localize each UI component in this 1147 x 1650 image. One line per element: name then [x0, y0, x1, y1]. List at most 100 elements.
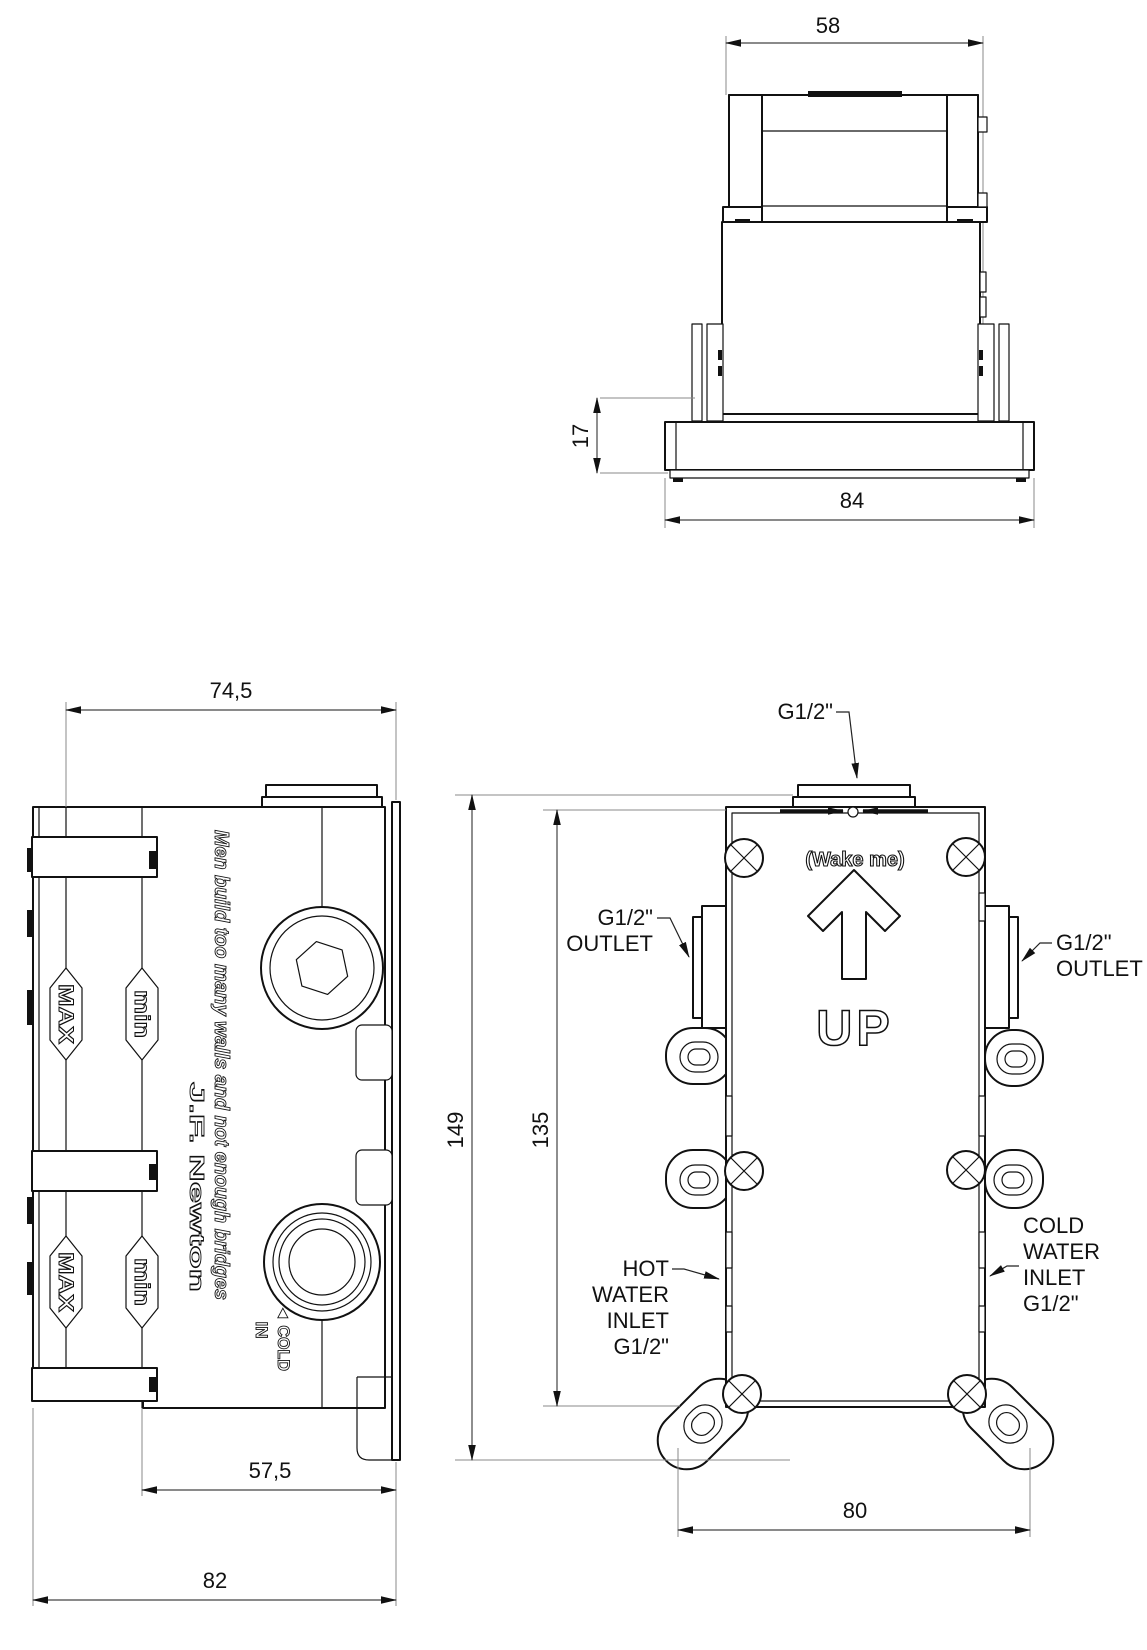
- dim-label-149: 149: [443, 1112, 468, 1149]
- body-edge-tick: [978, 1305, 986, 1333]
- bridge-side-tab: [977, 192, 988, 208]
- bridge-seal-bar: [808, 91, 902, 97]
- dim-label-58: 58: [816, 13, 840, 38]
- hot-inlet-label-line1: HOT: [623, 1256, 669, 1281]
- hot-inlet-label-line3: INLET: [607, 1308, 669, 1333]
- base-flange: [664, 421, 1035, 471]
- cold-inlet-label-line4: G1/2": [1023, 1291, 1079, 1316]
- dim-label-80: 80: [843, 1498, 867, 1523]
- phillips-screw-icon: [724, 1151, 764, 1191]
- max-label-lower: MAX: [54, 1252, 77, 1312]
- clamp-bar-notch: [149, 851, 157, 869]
- clamp-bar-top: [31, 836, 158, 878]
- bridge-side-tab: [977, 116, 988, 133]
- right-outlet-label-line2: OUTLET: [1056, 956, 1143, 981]
- min-label-lower: min: [130, 1258, 153, 1306]
- min-flag-lower: [125, 1235, 159, 1329]
- vent-hole: [847, 806, 859, 818]
- body-edge-tick: [725, 1231, 733, 1269]
- right-outlet-label-line1: G1/2": [1056, 930, 1112, 955]
- back-edge-tab: [27, 1197, 33, 1224]
- top-port-label: G1/2": [777, 699, 833, 724]
- cold-port-outer: [263, 1203, 381, 1321]
- leg-tick: [979, 350, 983, 360]
- cold-inlet-label-line1: COLD: [1023, 1213, 1084, 1238]
- cold-inlet-label-line3: INLET: [1023, 1265, 1085, 1290]
- ear-slot-inner: [1001, 1171, 1025, 1189]
- bridge-left-block: [728, 94, 763, 208]
- clamp-bar-bottom: [31, 1367, 158, 1402]
- cold-port-ring: [272, 1212, 372, 1312]
- hot-inlet-label-line4: G1/2": [613, 1334, 669, 1359]
- body-edge-tick: [979, 271, 987, 293]
- max-flag-lower: [49, 1235, 83, 1329]
- leader-line: [836, 711, 859, 779]
- flange-foot: [1016, 478, 1026, 482]
- engraved-quote: Men build too many walls and not enough …: [210, 830, 232, 1300]
- back-edge-tab: [27, 990, 33, 1025]
- leg-tick: [718, 366, 722, 376]
- clamp-bar-middle: [31, 1150, 158, 1192]
- side-top-boss-cap: [265, 784, 378, 798]
- lug-slot-inner: [690, 1411, 716, 1437]
- lug-slot-inner: [995, 1411, 1021, 1437]
- dim-label-84: 84: [840, 488, 864, 513]
- dim-label-74-5: 74,5: [210, 678, 253, 703]
- hex-socket-icon: [295, 940, 349, 996]
- hex-screw-boss-inner: [269, 915, 375, 1021]
- ear-slot-inner: [687, 1048, 711, 1066]
- cold-in-label-line2: IN: [252, 1322, 271, 1339]
- leader-line: [1021, 942, 1052, 962]
- clamp-bar-notch: [149, 1164, 157, 1180]
- back-edge-tab: [27, 848, 33, 872]
- max-label-upper: MAX: [54, 984, 77, 1044]
- left-outlet-label-line1: G1/2": [597, 905, 653, 930]
- body-edge-tick: [725, 1305, 733, 1333]
- left-outlet-label-line2: OUTLET: [566, 931, 653, 956]
- side-port-tab-lower: [355, 1149, 393, 1206]
- bridge-right-block: [946, 94, 979, 208]
- cold-port-bore: [288, 1228, 356, 1296]
- up-label: UP: [816, 1000, 893, 1056]
- min-label-upper: min: [130, 990, 153, 1038]
- valve-body-top-projection: [721, 221, 981, 415]
- side-port-tab-upper: [355, 1024, 393, 1081]
- body-edge-tick: [978, 1231, 986, 1269]
- phillips-screw-icon: [724, 838, 764, 878]
- leg-tick: [718, 350, 722, 360]
- leader-line: [657, 917, 690, 958]
- back-edge-tab: [27, 1262, 33, 1295]
- flange-foot: [673, 478, 683, 482]
- front-plate-foot: [356, 1376, 392, 1461]
- right-leg-outer: [998, 323, 1010, 422]
- clamp-bar-notch: [149, 1377, 157, 1392]
- cold-port-ring: [278, 1218, 366, 1306]
- phillips-screw-icon: [946, 1150, 986, 1190]
- leader-line: [989, 1265, 1019, 1277]
- ear-slot-inner: [1004, 1050, 1028, 1068]
- cold-in-label-line1: ◄ COLD: [274, 1305, 293, 1371]
- cold-inlet-label-line2: WATER: [1023, 1239, 1100, 1264]
- side-view: MAX min MAX min Men build too many walls…: [27, 678, 401, 1606]
- phillips-screw-icon: [946, 837, 986, 877]
- flange-bottom-strip: [669, 469, 1030, 479]
- leg-tick: [979, 366, 983, 376]
- dim-label-57-5: 57,5: [249, 1458, 292, 1483]
- back-edge-tab: [27, 910, 33, 937]
- body-edge-tick: [978, 1095, 986, 1137]
- top-port-boss-cap: [797, 784, 911, 798]
- phillips-screw-icon: [947, 1374, 987, 1414]
- wake-me-label: (Wake me): [805, 849, 904, 871]
- front-plate-side: [391, 801, 401, 1461]
- engraved-quote-author: J.F. Newton: [185, 1082, 207, 1292]
- body-edge-tick: [979, 296, 987, 318]
- left-leg-outer: [691, 323, 703, 422]
- body-edge-tick: [978, 892, 986, 922]
- dim-label-135: 135: [528, 1112, 553, 1149]
- leader-line: [672, 1268, 720, 1280]
- dim-label-82: 82: [203, 1568, 227, 1593]
- min-flag-upper: [125, 967, 159, 1061]
- top-view: 58 17: [568, 13, 1035, 528]
